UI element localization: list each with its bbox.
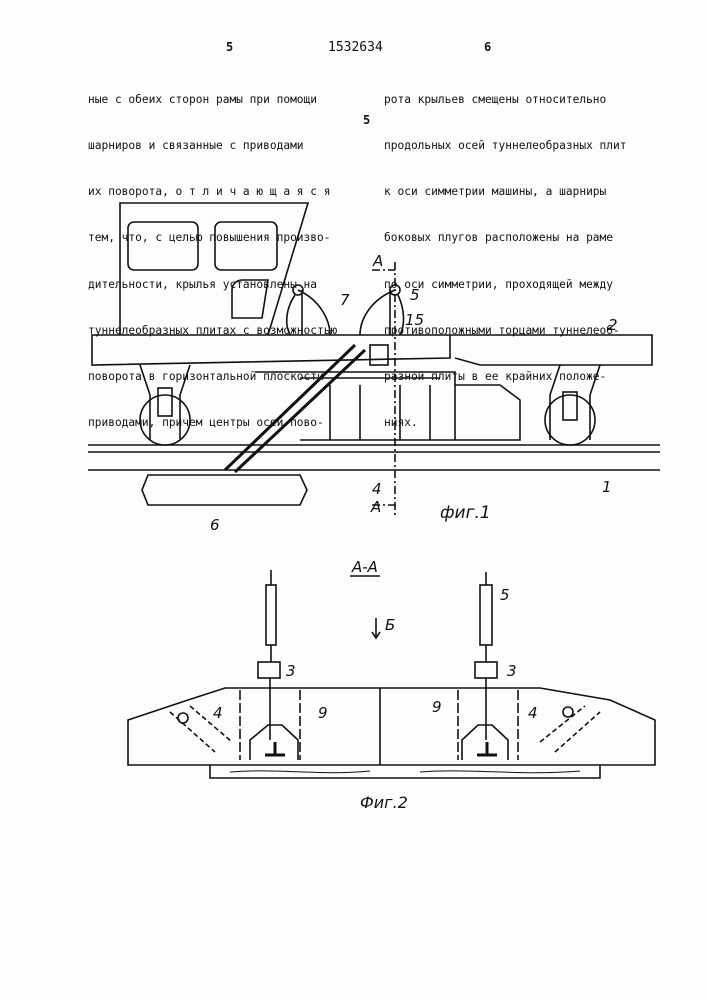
actuator-5-right [480, 585, 492, 645]
hinge [563, 707, 573, 717]
figure-2-caption: Фиг.2 [360, 793, 408, 812]
wheel [140, 395, 190, 445]
frame-left [92, 335, 450, 365]
section-line-a [372, 262, 395, 515]
label-9-right: 9 [432, 698, 442, 716]
hinge [178, 713, 188, 723]
plate-end [455, 385, 520, 440]
label-6: 6 [210, 516, 220, 534]
cab-window [215, 222, 277, 270]
hinge-bracket [287, 290, 330, 335]
hinge-bracket [360, 290, 404, 335]
tunnel-plate-assembly [255, 372, 455, 440]
rail-cover [250, 725, 508, 760]
actuator-rods [271, 570, 486, 662]
section-mark-bottom: A [370, 498, 381, 516]
wing-arm [225, 345, 365, 472]
actuator-5-left [266, 585, 276, 645]
figure-1: A A 1 2 4 5 6 7 15 фиг.1 [88, 203, 660, 534]
cab-window [128, 222, 198, 270]
side-plow [142, 475, 307, 505]
label-4-right: 4 [528, 704, 538, 722]
label-5: 5 [410, 286, 420, 304]
wheel-supports [140, 365, 600, 440]
label-7: 7 [340, 291, 350, 309]
label-5: 5 [500, 586, 510, 604]
section-title: А-А [351, 558, 378, 576]
label-4-left: 4 [213, 704, 223, 722]
label-3-left: 3 [286, 662, 296, 680]
section-mark-top: A [372, 252, 383, 270]
label-1: 1 [602, 478, 612, 496]
figure-1-caption: фиг.1 [440, 503, 491, 523]
view-mark: Б [385, 616, 395, 634]
bracket-15 [370, 345, 388, 365]
rail [88, 445, 660, 470]
cab-window [232, 280, 268, 318]
label-9-left: 9 [318, 704, 328, 722]
block-3-right [475, 662, 497, 678]
tunnel-plate [128, 688, 655, 765]
frame-right [450, 335, 652, 365]
axle-box [158, 388, 172, 416]
label-3-right: 3 [507, 662, 517, 680]
label-2: 2 [608, 316, 618, 334]
view-arrow [372, 618, 380, 638]
figure-2: А-А Б 5 3 3 4 4 9 9 Фиг.2 [128, 558, 655, 812]
block-3-left [258, 662, 280, 678]
label-4: 4 [372, 480, 382, 498]
label-15: 15 [405, 311, 424, 329]
ballast-texture [230, 771, 580, 773]
